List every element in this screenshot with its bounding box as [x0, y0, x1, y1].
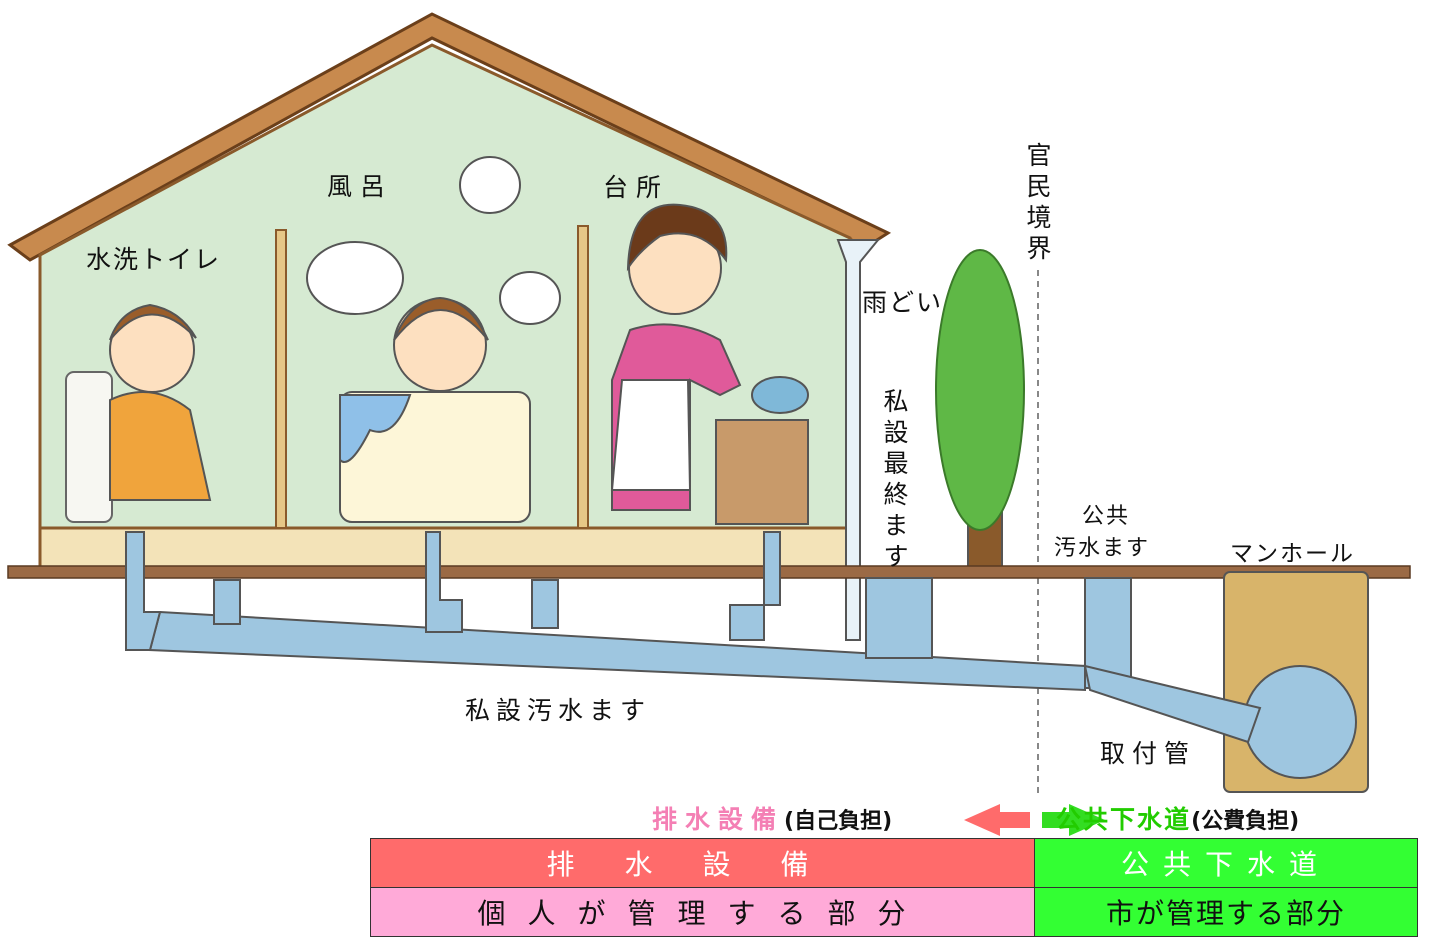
label-boundary: 官 民 境 界	[1024, 140, 1054, 264]
legend-left-note: (自己負担)	[784, 809, 893, 834]
legend-arrows	[964, 804, 1105, 836]
label-private-final-char: ま	[883, 511, 909, 540]
cell-city-managed: 市が管理する部分	[1034, 887, 1418, 937]
partition-2	[577, 225, 589, 529]
bath-water	[339, 394, 412, 463]
connector-pipe-shape	[1083, 664, 1262, 744]
drop-pipe	[125, 531, 162, 651]
tree	[935, 249, 1025, 571]
toilet-scene	[65, 303, 212, 523]
label-boundary-char: 界	[1026, 234, 1052, 263]
partition-1	[275, 229, 287, 529]
house-floor	[38, 526, 850, 570]
cell-public-sewer: 公共下水道	[1034, 838, 1418, 888]
cell-drainage-facility: 排水設備	[370, 838, 1035, 888]
steam-clouds	[306, 156, 561, 325]
mother-hair	[626, 203, 728, 272]
responsibility-table: 排水設備 公共下水道 個人が管理する部分 市が管理する部分	[370, 838, 1418, 937]
cell-individual-managed: 個人が管理する部分	[370, 887, 1035, 937]
manhole-sewer-pipe	[1243, 665, 1357, 779]
label-boundary-char: 境	[1026, 203, 1052, 232]
manhole	[1223, 571, 1369, 793]
label-private-final-char: 私	[883, 387, 909, 416]
toilet	[65, 371, 113, 523]
label-public-basin-line2: 汚水ます	[1054, 536, 1151, 561]
label-public-basin-line1: 公共	[1082, 504, 1131, 529]
label-boundary-char: 民	[1026, 172, 1052, 201]
drop-pipe	[729, 531, 781, 641]
arrow-right-green	[1042, 804, 1105, 836]
legend-left-title: 排水設備	[652, 805, 785, 834]
girl-body	[109, 391, 212, 501]
label-boundary-char: 官	[1026, 141, 1052, 170]
cloud	[459, 156, 521, 214]
label-kitchen: 台所	[603, 173, 670, 202]
mother-apron	[610, 379, 692, 491]
drop-pipe	[531, 579, 559, 629]
drop-pipe	[213, 579, 241, 625]
label-private-final-char: 最	[883, 449, 909, 478]
label-private-final-char: す	[883, 542, 909, 571]
table-row: 排水設備 公共下水道	[370, 838, 1418, 888]
label-private-basin: 私設汚水ます	[465, 696, 652, 725]
main-drain-pipe	[148, 610, 1086, 692]
private-final-basin	[865, 577, 933, 659]
drain-pipes	[125, 531, 1262, 744]
label-toilet: 水洗トイレ	[86, 245, 222, 274]
table-row: 個人が管理する部分 市が管理する部分	[370, 887, 1418, 937]
cloud	[306, 241, 404, 315]
legend-right-note: (公費負担)	[1191, 809, 1300, 834]
pot	[751, 376, 809, 414]
boy-head	[393, 298, 487, 392]
kitchen-counter	[715, 419, 809, 525]
legend: 排水設備(自己負担) 公共下水道(公費負担)	[652, 800, 1299, 840]
arrow-left-pink	[964, 804, 1030, 836]
label-manhole: マンホール	[1230, 541, 1355, 567]
label-private-final-basin: 私 設 最 終 ま す	[881, 386, 911, 572]
kitchen-scene	[610, 203, 809, 525]
label-private-final-char: 終	[883, 480, 909, 509]
legend-right-title: 公共下水道	[1056, 805, 1192, 834]
label-gutter: 雨どい	[862, 288, 944, 317]
label-private-final-char: 設	[883, 418, 909, 447]
ground-line	[7, 565, 1411, 579]
rain-gutter	[836, 239, 881, 641]
label-bath: 風呂	[327, 172, 394, 201]
cloud	[499, 271, 561, 325]
boy-hair	[393, 296, 489, 341]
girl-hair	[109, 303, 197, 341]
tree-foliage	[935, 249, 1025, 531]
bath-scene	[339, 296, 531, 523]
drop-pipe	[425, 531, 463, 633]
label-connector-pipe: 取付管	[1100, 739, 1197, 768]
